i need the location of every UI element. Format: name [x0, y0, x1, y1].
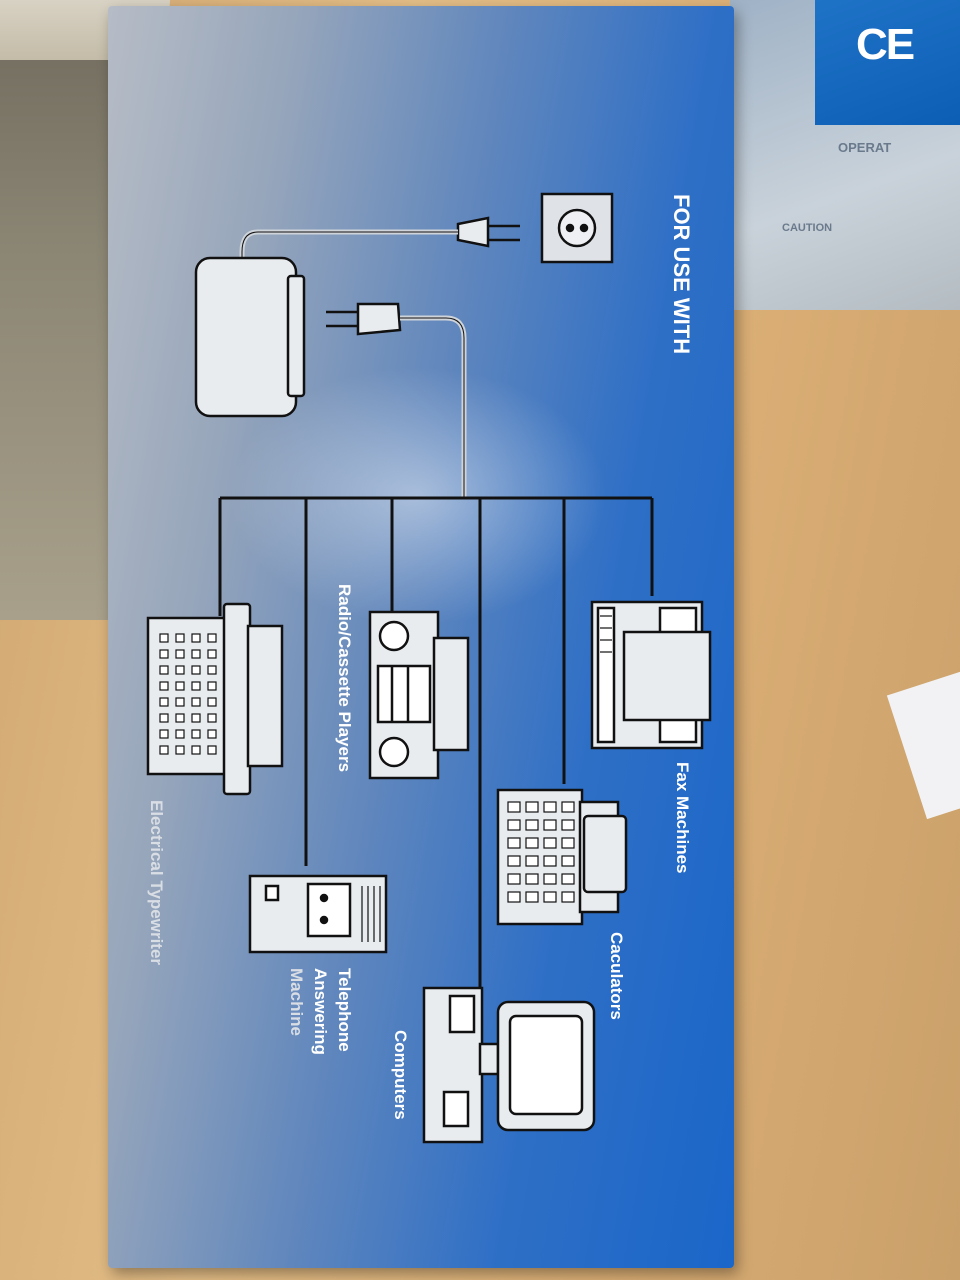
calculator-icon	[496, 788, 628, 926]
label-telephone: Telephone	[335, 968, 354, 1052]
label-computers: Computers	[391, 1030, 410, 1120]
label-radio-cassette: Radio/Cassette Players	[335, 584, 354, 773]
label-fax-machines: Fax Machines	[673, 762, 692, 874]
ce-mark: CE	[856, 20, 915, 69]
power-adapter-icon	[194, 256, 306, 418]
caution-text-fragment: CAUTION	[782, 222, 833, 234]
typewriter-icon	[146, 602, 284, 796]
computer-icon	[422, 986, 596, 1144]
background-wall	[0, 0, 120, 620]
adapter-box-side: FOR USE WITH Electrical Typewriter Radio…	[108, 6, 734, 1268]
label-machine: Machine	[287, 968, 306, 1037]
label-calculators: Caculators	[607, 932, 626, 1020]
fax-machine-icon	[590, 600, 712, 750]
second-box-lid	[815, 0, 960, 125]
answering-machine-icon	[248, 874, 388, 954]
label-electrical-typewriter: Electrical Typewriter	[147, 800, 166, 966]
dc-plug-icon	[326, 302, 467, 498]
distribution-lines	[218, 496, 654, 991]
for-use-with-heading: FOR USE WITH	[669, 194, 694, 355]
adapter-plug-icon	[239, 216, 520, 264]
label-answering: Answering	[311, 968, 330, 1055]
wall-socket-icon	[540, 192, 614, 264]
operation-text-fragment: OPERAT	[838, 140, 892, 155]
radio-cassette-icon	[368, 610, 470, 780]
compatibility-diagram	[146, 192, 712, 1144]
paper-scrap	[886, 670, 960, 820]
